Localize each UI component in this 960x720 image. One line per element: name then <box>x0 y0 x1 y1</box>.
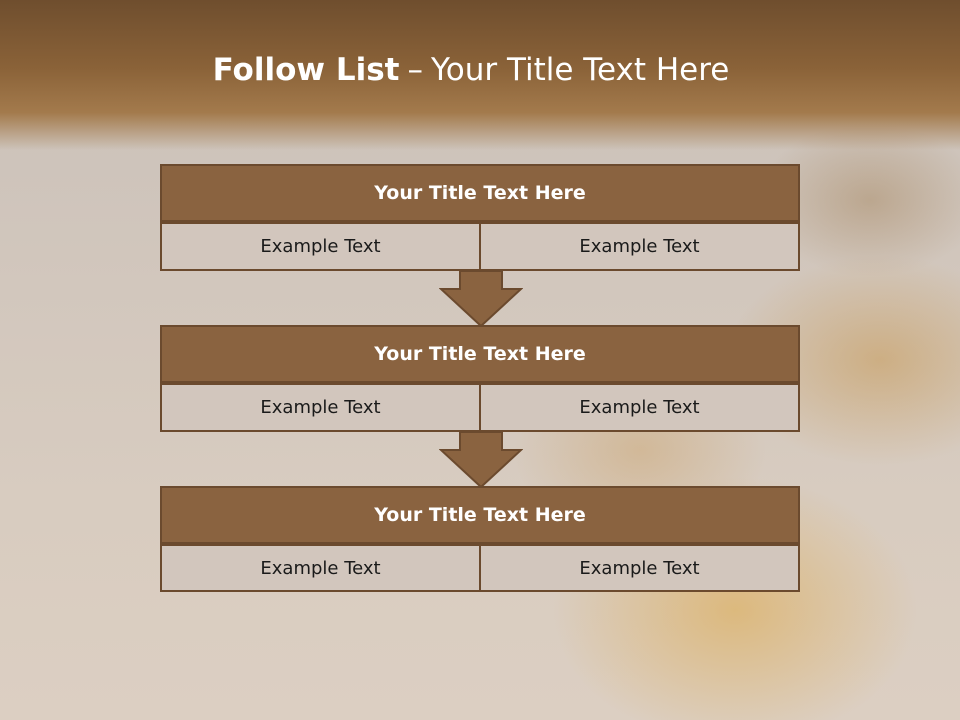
step-title-2: Your Title Text Here <box>160 325 800 383</box>
step-title-1: Your Title Text Here <box>160 164 800 222</box>
slide-title-bold: Follow List <box>212 52 400 88</box>
step-3-left-cell: Example Text <box>160 544 481 592</box>
step-1-right-cell: Example Text <box>479 222 800 271</box>
step-title-3: Your Title Text Here <box>160 486 800 544</box>
slide-title: Follow List–Your Title Text Here <box>0 52 942 88</box>
down-arrow-icon <box>439 271 523 327</box>
slide-title-rest: Your Title Text Here <box>430 52 730 88</box>
step-2-right-cell: Example Text <box>479 383 800 432</box>
down-arrow-icon <box>439 432 523 488</box>
step-1-left-cell: Example Text <box>160 222 481 271</box>
step-3-right-cell: Example Text <box>479 544 800 592</box>
step-2-left-cell: Example Text <box>160 383 481 432</box>
slide-title-separator: – <box>407 52 423 88</box>
title-band <box>0 0 960 150</box>
